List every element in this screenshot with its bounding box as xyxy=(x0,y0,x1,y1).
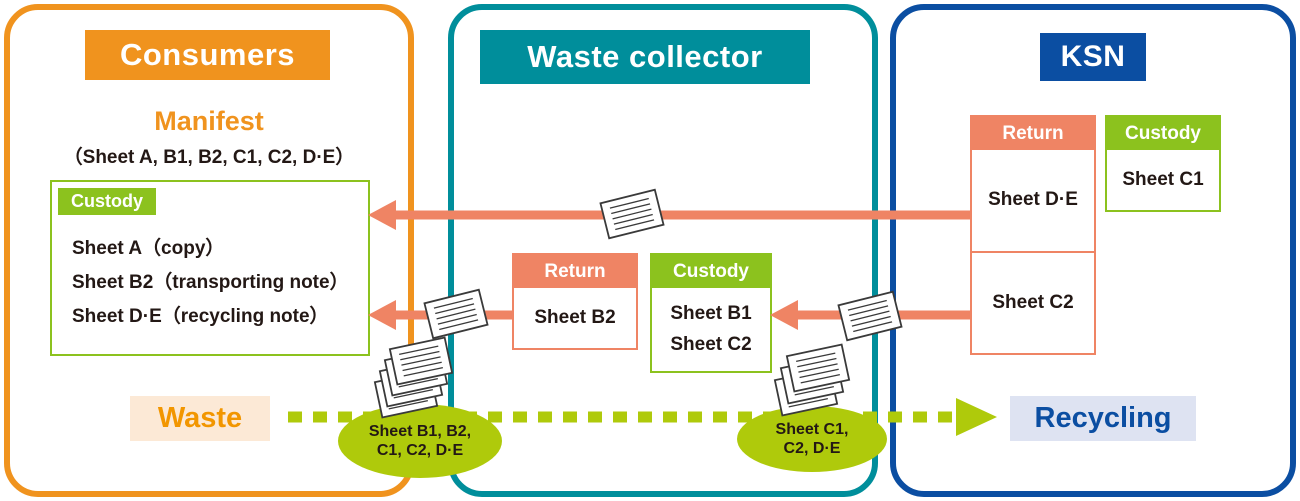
custody-item: Sheet A（copy） xyxy=(72,238,225,259)
custody-item: Sheet C2 xyxy=(670,334,752,355)
consumers-custody-box: Custody Sheet A（copy） Sheet B2（transport… xyxy=(50,180,370,356)
manifest-sheet-list: （Sheet A, B1, B2, C1, C2, D·E） xyxy=(63,147,355,168)
custody-items: Sheet B1 Sheet C2 xyxy=(652,288,770,371)
collector-return-box: Return Sheet B2 xyxy=(512,253,638,350)
stack-label-line: Sheet B1, B2, xyxy=(368,423,472,440)
return-tag: Return xyxy=(514,255,636,288)
stack-label-line: C1, C2, D·E xyxy=(376,442,464,459)
ksn-panel-title: KSN xyxy=(1040,33,1146,81)
custody-items: Sheet C1 xyxy=(1107,150,1219,210)
custody-item: Sheet C1 xyxy=(1122,169,1204,190)
collector-custody-box: Custody Sheet B1 Sheet C2 xyxy=(650,253,772,373)
recycling-label: Recycling xyxy=(1010,396,1196,441)
waste-label: Waste xyxy=(130,396,270,441)
return-item: Sheet D·E xyxy=(988,189,1078,211)
consumers-panel: Consumers Manifest （Sheet A, B1, B2, C1,… xyxy=(4,4,414,497)
ksn-custody-box: Custody Sheet C1 xyxy=(1105,115,1221,212)
custody-tag: Custody xyxy=(58,188,156,215)
waste-collector-panel-title: Waste collector xyxy=(480,30,810,84)
stack-label-ellipse: Sheet B1, B2, C1, C2, D·E xyxy=(338,404,502,478)
custody-tag: Custody xyxy=(652,255,770,288)
stack-label-ellipse: Sheet C1, C2, D·E xyxy=(737,406,887,472)
stack-label-line: Sheet C1, xyxy=(775,421,849,438)
ksn-panel: KSN Return Sheet D·E Sheet C2 Custody Sh… xyxy=(890,4,1296,497)
custody-item: Sheet D·E（recycling note） xyxy=(72,306,329,327)
custody-item-list: Sheet A（copy） Sheet B2（transporting note… xyxy=(72,232,349,334)
return-tag: Return xyxy=(972,117,1094,150)
return-item: Sheet C2 xyxy=(972,250,1094,354)
stack-label-line: C2, D·E xyxy=(783,440,841,457)
manifest-title: Manifest xyxy=(154,106,264,136)
return-items: Sheet B2 xyxy=(514,288,636,348)
ksn-return-box: Return Sheet D·E Sheet C2 xyxy=(970,115,1096,355)
custody-tag: Custody xyxy=(1107,117,1219,150)
custody-item: Sheet B1 xyxy=(670,303,752,324)
custody-item: Sheet B2（transporting note） xyxy=(72,272,349,293)
consumers-panel-title: Consumers xyxy=(85,30,330,80)
return-item: Sheet B2 xyxy=(534,307,616,328)
